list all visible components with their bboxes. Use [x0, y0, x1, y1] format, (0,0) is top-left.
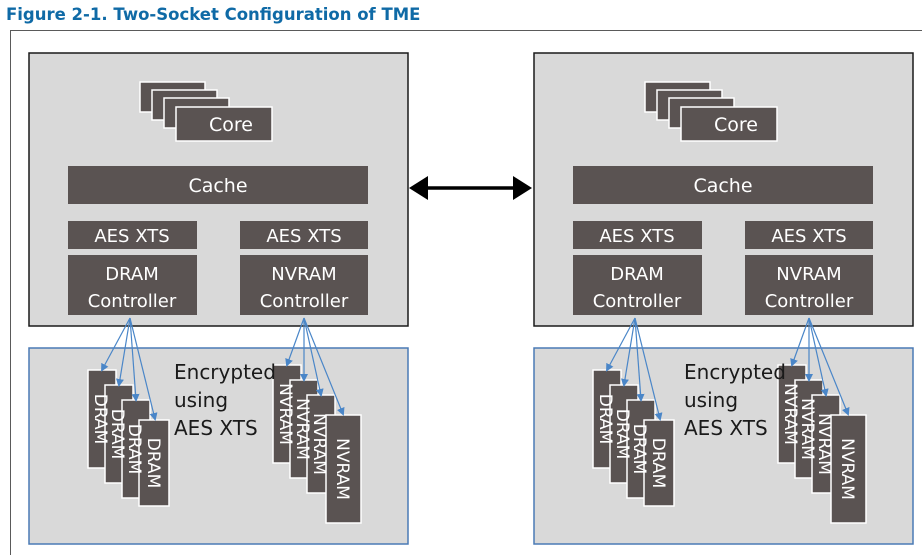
dram-module-front	[643, 419, 675, 507]
nvram-module-label: NVRAM	[275, 383, 295, 445]
dram-module-label: DRAM	[648, 438, 668, 489]
encrypted-label-3: AES XTS	[174, 416, 258, 440]
aes-xts-label: AES XTS	[266, 226, 341, 247]
nvram-controller-block	[745, 255, 873, 315]
aes-xts-block-dram	[68, 221, 197, 249]
dram-module-label: DRAM	[90, 394, 110, 445]
dram-module-label: DRAM	[612, 409, 632, 460]
nvram-module-label: NVRAM	[837, 438, 857, 500]
encrypted-label-3: AES XTS	[684, 416, 768, 440]
dram-module-label: DRAM	[124, 424, 144, 475]
dram-controller-block	[573, 255, 702, 315]
encrypted-label-1: Encrypted	[684, 360, 786, 384]
dram-controller-block	[68, 255, 197, 315]
aes-xts-block-dram	[573, 221, 702, 249]
nvram-module-label: NVRAM	[797, 398, 817, 460]
memory-left: DRAM DRAM DRAM DRAM NVRAM NVRAM NVRAM NV…	[28, 317, 409, 545]
core-label: Core	[209, 114, 253, 136]
nvram-fanout-arrows	[285, 317, 345, 416]
dram-controller-label-2: Controller	[88, 291, 177, 312]
nvram-module-label: NVRAM	[309, 413, 329, 475]
figure-frame	[10, 30, 922, 555]
nvram-controller-block	[240, 255, 368, 315]
aes-xts-block-nvram	[745, 221, 873, 249]
memory-right: DRAM DRAM DRAM DRAM NVRAM NVRAM NVRAM NV…	[533, 317, 914, 545]
aes-xts-label: AES XTS	[599, 226, 674, 247]
nvram-fanout-arrows	[790, 317, 850, 416]
encrypted-label-2: using	[174, 388, 228, 412]
aes-xts-block-nvram	[240, 221, 368, 249]
dram-controller-label-1: DRAM	[610, 264, 663, 285]
dram-controller-label-2: Controller	[593, 291, 682, 312]
nvram-module-front	[325, 414, 362, 524]
dram-fanout-arrows	[606, 317, 663, 421]
nvram-module-label: NVRAM	[332, 438, 352, 500]
nvram-module-label: NVRAM	[780, 383, 800, 445]
encrypted-label-2: using	[684, 388, 738, 412]
figure-title: Figure 2-1. Two-Socket Configuration of …	[6, 5, 421, 24]
socket-interconnect-arrow	[409, 176, 532, 200]
nvram-module-label: NVRAM	[814, 413, 834, 475]
nvram-controller-label-2: Controller	[260, 291, 349, 312]
dram-module-label: DRAM	[107, 409, 127, 460]
aes-xts-label: AES XTS	[94, 226, 169, 247]
nvram-controller-label-2: Controller	[765, 291, 854, 312]
dram-module-label: DRAM	[629, 424, 649, 475]
cache-label: Cache	[693, 175, 752, 197]
core-label: Core	[714, 114, 758, 136]
cache-block	[573, 166, 873, 204]
core-block	[680, 106, 778, 142]
dram-controller-label-1: DRAM	[105, 264, 158, 285]
socket-left: Core Cache AES XTS AES XTS DRAM Controll…	[28, 52, 409, 327]
nvram-module-front	[830, 414, 867, 524]
nvram-module-label: NVRAM	[292, 398, 312, 460]
nvram-controller-label-1: NVRAM	[271, 264, 336, 285]
dram-module-label: DRAM	[595, 394, 615, 445]
socket-right: Core Cache AES XTS AES XTS DRAM Controll…	[533, 52, 914, 327]
nvram-controller-label-1: NVRAM	[776, 264, 841, 285]
dram-module-label: DRAM	[143, 438, 163, 489]
cache-label: Cache	[188, 175, 247, 197]
dram-fanout-arrows	[101, 317, 158, 421]
encrypted-label-1: Encrypted	[174, 360, 276, 384]
core-block	[175, 106, 273, 142]
aes-xts-label: AES XTS	[771, 226, 846, 247]
cache-block	[68, 166, 368, 204]
